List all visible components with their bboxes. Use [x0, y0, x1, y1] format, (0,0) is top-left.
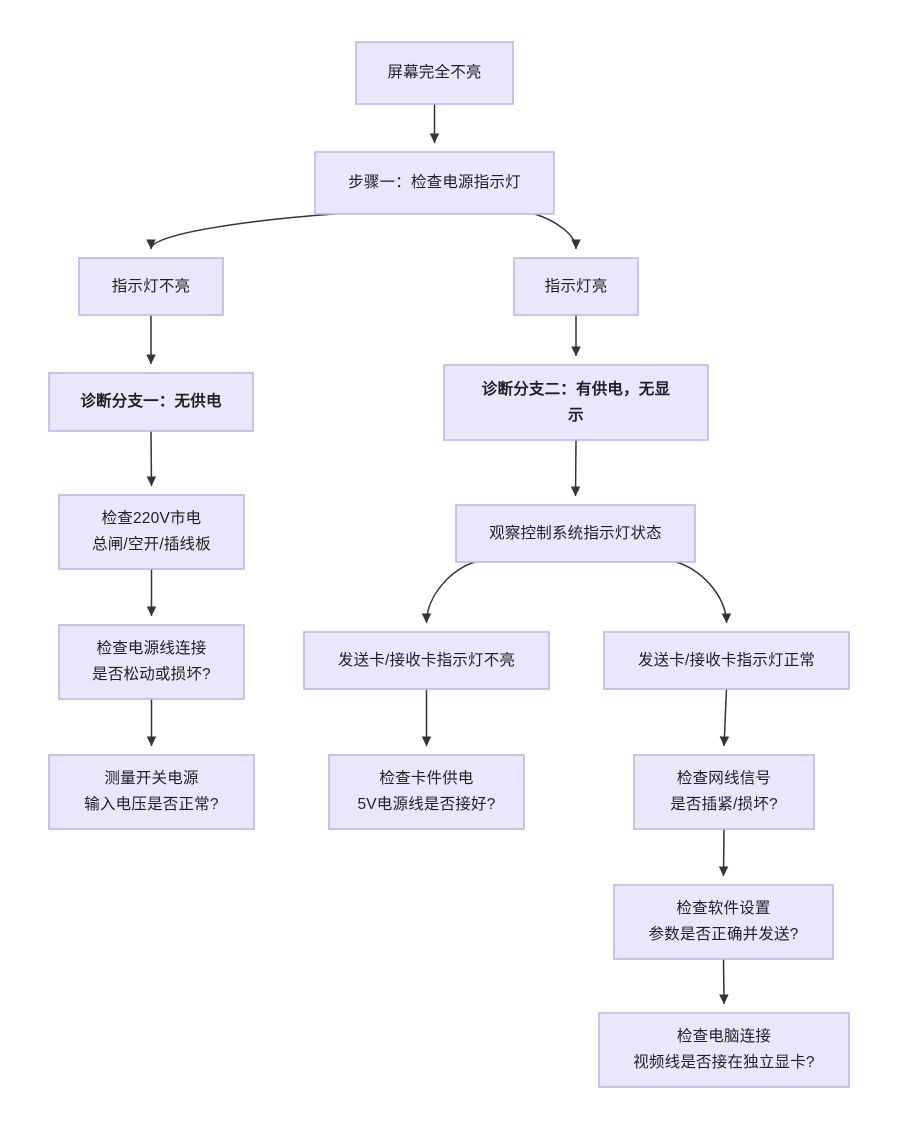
node-box-n14[interactable]: [633, 754, 815, 830]
nodes-layer: [48, 41, 850, 1088]
node-box-n6[interactable]: [443, 364, 709, 441]
node-box-n1[interactable]: [355, 41, 514, 105]
edges-layer: [146, 104, 732, 1005]
node-box-n10[interactable]: [303, 631, 550, 690]
node-box-n9[interactable]: [58, 624, 245, 700]
edge-n6-to-n8: [570, 439, 581, 497]
node-box-n8[interactable]: [455, 504, 696, 563]
node-box-n16[interactable]: [598, 1012, 850, 1088]
edge-n8-to-n11: [675, 561, 732, 624]
node-box-n5[interactable]: [48, 372, 254, 432]
node-box-n7[interactable]: [58, 494, 245, 570]
node-box-n11[interactable]: [603, 631, 850, 690]
edge-n14-to-n15: [718, 828, 729, 877]
edge-n11-to-n14: [719, 688, 730, 747]
edge-n8-to-n10: [421, 561, 476, 624]
node-box-n12[interactable]: [48, 754, 255, 830]
edge-n5-to-n7: [146, 430, 157, 487]
node-box-n15[interactable]: [613, 884, 834, 960]
node-box-n2[interactable]: [314, 151, 555, 215]
edge-n15-to-n16: [719, 958, 729, 1005]
node-box-n13[interactable]: [328, 754, 525, 830]
node-box-n4[interactable]: [513, 257, 639, 316]
edge-n2-to-n3: [146, 213, 335, 250]
node-box-n3[interactable]: [78, 257, 224, 316]
edge-n2-to-n4: [534, 213, 581, 250]
